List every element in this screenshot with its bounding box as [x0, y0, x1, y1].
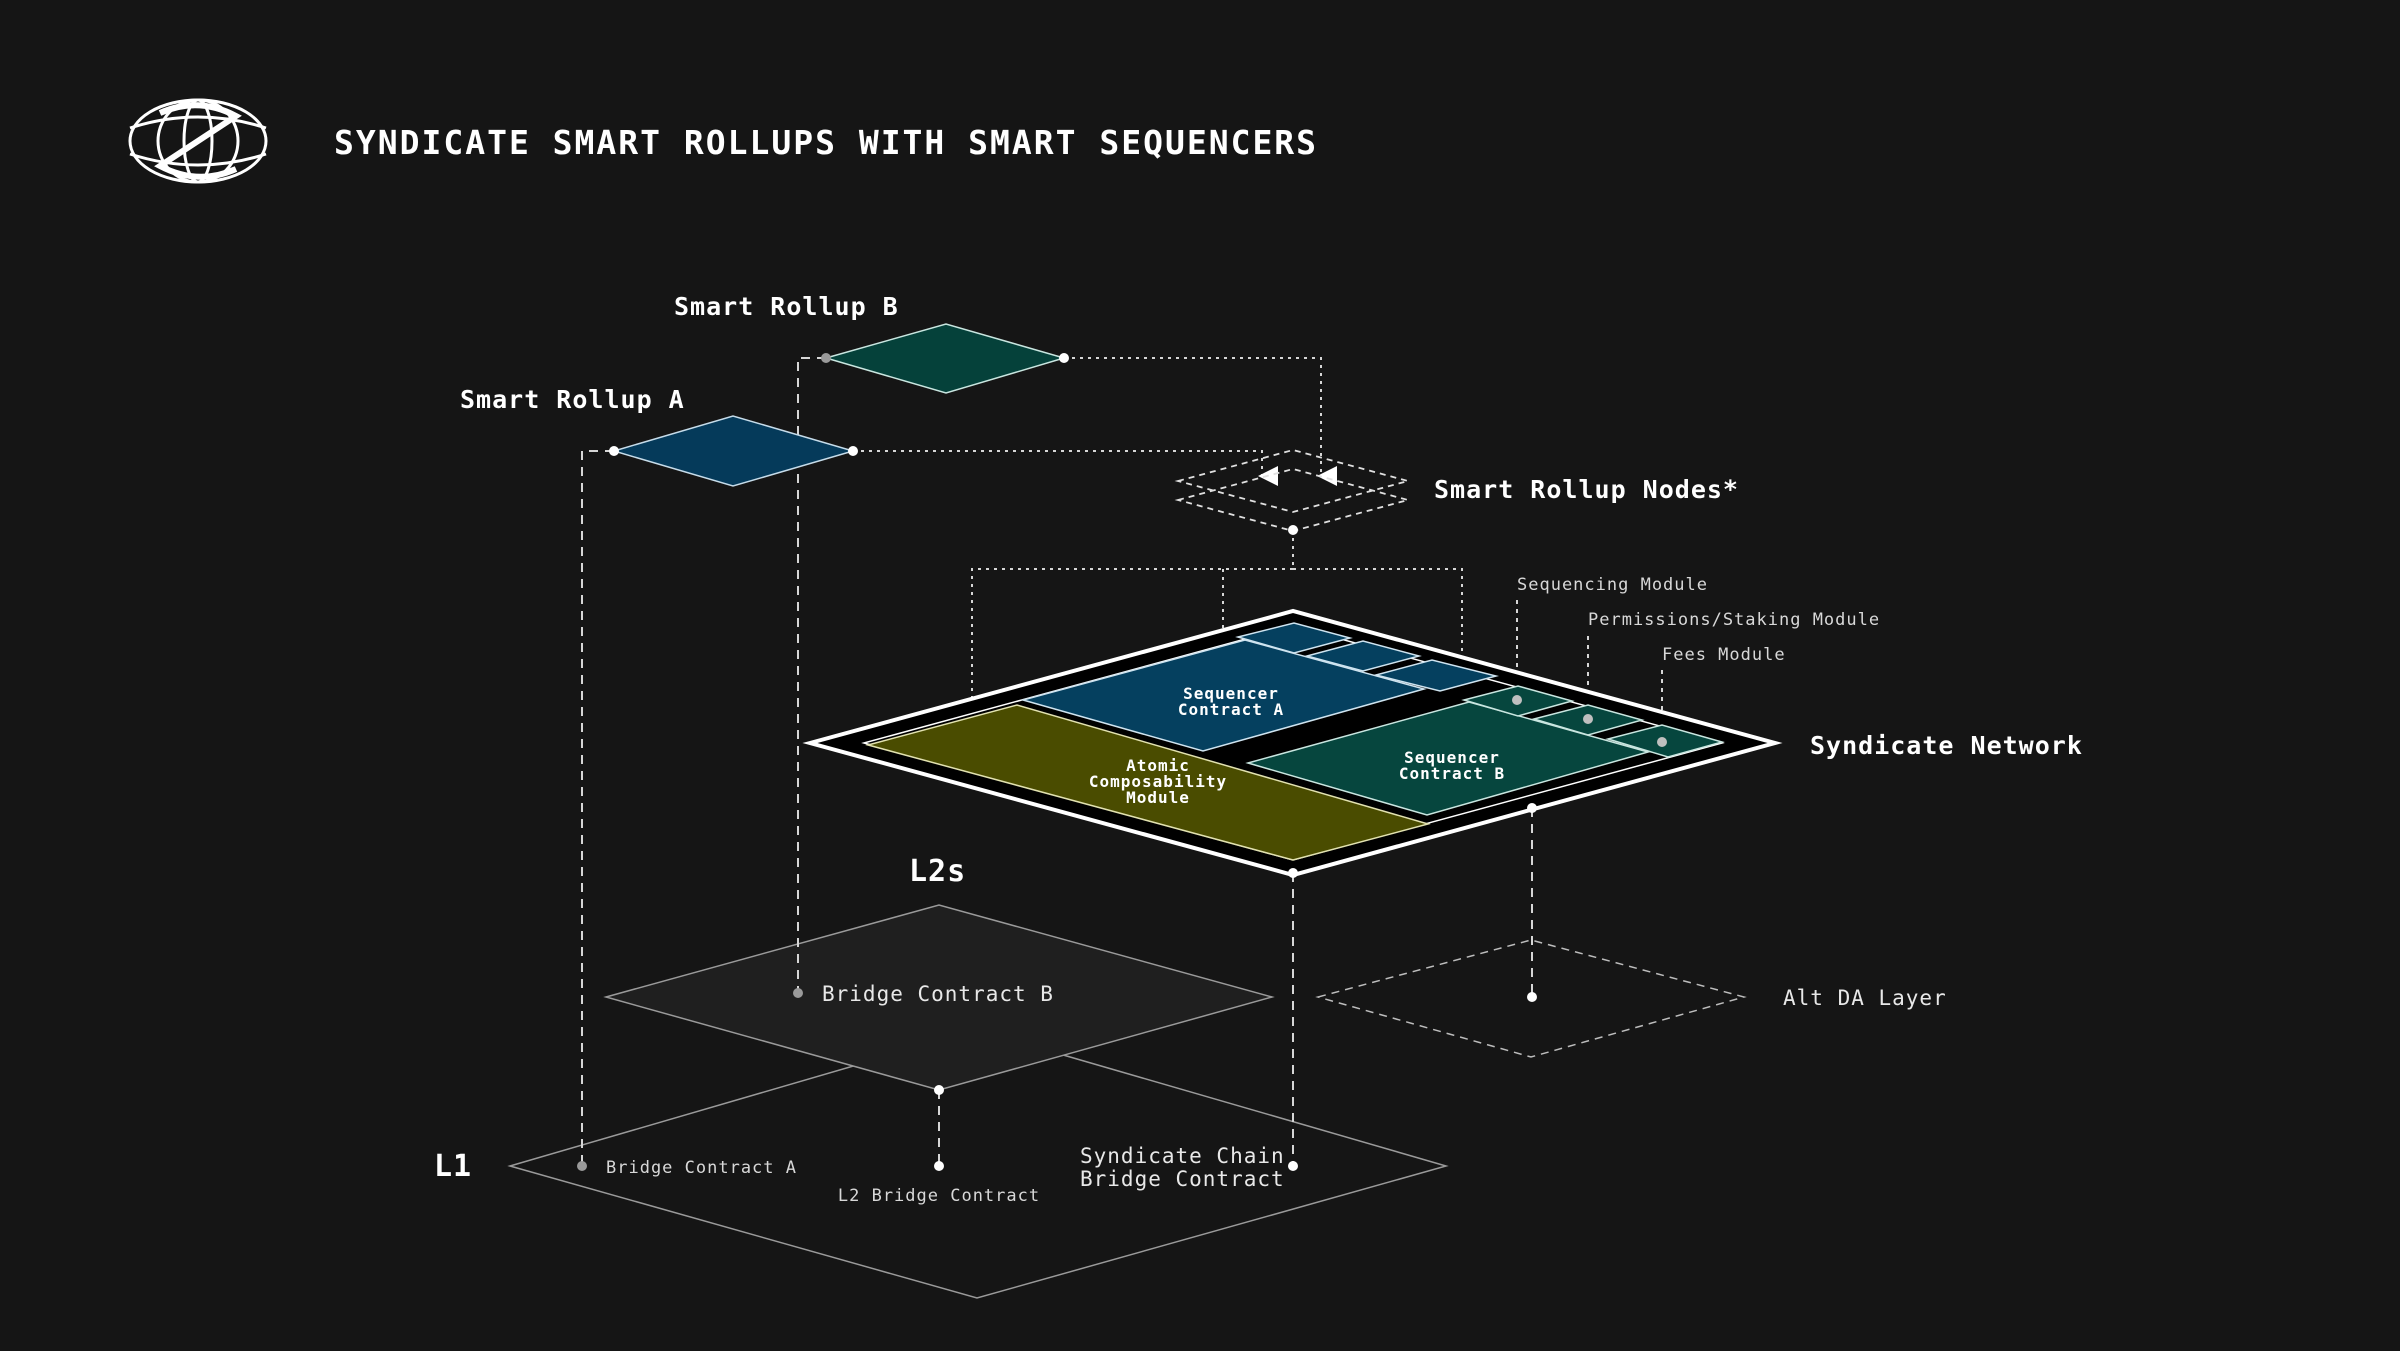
sequencer-b-line1: Sequencer [1404, 748, 1500, 767]
syndicate-chain-bridge-line1: Syndicate Chain [1080, 1144, 1285, 1168]
sequencer-contract-a[interactable] [1020, 639, 1427, 752]
smart-rollup-b[interactable] [823, 323, 1067, 394]
sequencer-a-line2: Contract A [1178, 700, 1284, 719]
connector-dots [577, 353, 1537, 1171]
atomic-composability-module[interactable] [865, 704, 1431, 861]
sequencing-module-label: Sequencing Module [1517, 575, 1708, 595]
bridge-contract-a-label: Bridge Contract A [606, 1158, 797, 1178]
l2-plane [603, 904, 1275, 1091]
l2-bridge-contract-label: L2 Bridge Contract [838, 1186, 1040, 1206]
bridge-contract-b-label: Bridge Contract B [822, 982, 1054, 1006]
l2s-label: L2s [909, 854, 966, 889]
smart-rollup-a-label: Smart Rollup A [460, 385, 685, 414]
permissions-module-dot [1583, 714, 1593, 724]
syndicate-network-label: Syndicate Network [1810, 731, 2083, 760]
fees-module-dot [1657, 737, 1667, 747]
atomic-line3: Module [1126, 788, 1190, 807]
atomic-line1: Atomic [1126, 756, 1190, 775]
syndicate-network [802, 608, 1783, 878]
permissions-module-label: Permissions/Staking Module [1588, 610, 1880, 630]
l1-plane [507, 1029, 1449, 1299]
sequencer-b-line2: Contract B [1399, 764, 1505, 783]
sequencer-contract-b[interactable] [1245, 701, 1651, 816]
sequencing-module-dot [1512, 695, 1522, 705]
smart-rollup-nodes [1174, 449, 1412, 532]
smart-rollup-b-label: Smart Rollup B [674, 292, 899, 321]
sequencer-a-submodules [1235, 622, 1499, 692]
fees-module-label: Fees Module [1662, 645, 1786, 665]
sequencer-a-line1: Sequencer [1183, 684, 1279, 703]
atomic-line2: Composability [1089, 772, 1227, 791]
syndicate-chain-bridge-line2: Bridge Contract [1080, 1167, 1285, 1191]
alt-da-layer-plane [1315, 939, 1747, 1058]
smart-rollup-nodes-label: Smart Rollup Nodes* [1434, 475, 1739, 504]
syndicate-logo-icon [128, 98, 268, 184]
l1-label: L1 [434, 1149, 472, 1184]
page-title: SYNDICATE SMART ROLLUPS WITH SMART SEQUE… [334, 123, 1318, 162]
smart-rollup-a[interactable] [611, 415, 856, 487]
alt-da-layer-label: Alt DA Layer [1783, 986, 1947, 1010]
